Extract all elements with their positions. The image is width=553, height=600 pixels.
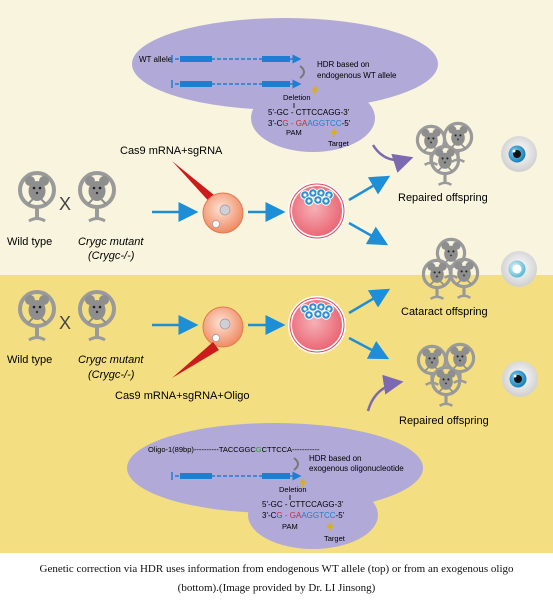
bottom-hdr-bubble: [127, 423, 423, 549]
wt-allele-label: WT allele: [139, 55, 173, 64]
curved-arrow-bottom: [366, 374, 404, 412]
sequence-top-strand-bottom: 5'-GC - CTTCCAGG-3': [262, 500, 344, 509]
eye-normal-top: [501, 136, 537, 172]
zygote-top: [202, 192, 244, 234]
cataract-offspring-label: Cataract offspring: [401, 306, 488, 318]
caption-line-1: Genetic correction via HDR uses informat…: [39, 563, 514, 575]
injection-needle-bottom: [172, 342, 219, 378]
cross-symbol-top: X: [59, 194, 71, 214]
deletion-label-bottom: Deletion: [279, 485, 307, 494]
oligo-diagram: Oligo-1(89bp)----------TACCGGCGCTTCCA---…: [148, 445, 404, 481]
wt-allele-diagram: WT allele HDR based on endogenous WT all…: [139, 54, 397, 89]
injection-label-bottom: Cas9 mRNA+sgRNA+Oligo: [115, 390, 250, 402]
genotype-label-bottom: (Crygc-/-): [88, 369, 135, 381]
hdr-label-bottom-2: exogenous oligonucleotide: [309, 464, 404, 473]
cut-lightning-icon: [311, 85, 319, 95]
injection-needle-top: [172, 161, 219, 207]
hdr-correction-diagram: WT allele HDR based on endogenous WT all…: [0, 0, 553, 553]
top-sequence-detail: Deletion 5'-GC - CTTCCAGG-3' 3'-CG - GAA…: [268, 85, 351, 148]
target-label-bottom: Target: [324, 534, 346, 543]
cross-symbol-bottom: X: [59, 313, 71, 333]
blastocyst-bottom: [288, 296, 346, 354]
repaired-offspring-label-bottom: Repaired offspring: [399, 415, 489, 427]
deletion-label-top: Deletion: [283, 93, 311, 102]
hdr-cycle-icon: [299, 65, 305, 79]
mutant-label-bottom: Crygc mutant: [78, 354, 144, 366]
hdr-label-bottom-1: HDR based on: [309, 454, 361, 463]
repaired-offspring-label-top: Repaired offspring: [398, 192, 488, 204]
hdr-label-top-2: endogenous WT allele: [317, 71, 397, 80]
mutant-label-top: Crygc mutant: [78, 236, 144, 248]
hdr-label-top-1: HDR based on: [317, 60, 369, 69]
genotype-label-top: (Crygc-/-): [88, 250, 135, 262]
sequence-top-strand-top: 5'-GC - CTTCCAGG-3': [268, 108, 350, 117]
oligo-sequence-label: Oligo-1(89bp)----------TACCGGCGCTTCCA---…: [148, 445, 320, 454]
curved-arrow-top: [371, 144, 414, 173]
figure-caption: Genetic correction via HDR uses informat…: [0, 560, 553, 598]
injection-label-top: Cas9 mRNA+sgRNA: [120, 145, 223, 157]
sequence-bottom-strand-top: 3'-CG - GAAGGTCC-5': [268, 119, 351, 128]
target-label-top: Target: [328, 139, 350, 148]
wild-type-label-top: Wild type: [7, 236, 52, 248]
pam-label-top: PAM: [286, 128, 302, 137]
bottom-sequence-detail: Deletion 5'-GC - CTTCCAGG-3' 3'-CG - GAA…: [262, 478, 346, 543]
eye-cataract: [501, 251, 537, 287]
hdr-cycle-icon-bottom: [293, 457, 299, 471]
cut-lightning-icon-bottom: [299, 478, 307, 488]
wild-type-label-bottom: Wild type: [7, 354, 52, 366]
sequence-bottom-strand-bottom: 3'-CG - GAAGGTCC-5': [262, 511, 345, 520]
blastocyst-top: [288, 182, 346, 240]
target-lightning-icon-bottom: [326, 522, 334, 532]
target-lightning-icon: [330, 128, 338, 138]
zygote-bottom: [202, 306, 244, 348]
caption-line-2: (bottom).(Image provided by Dr. LI Jinso…: [177, 582, 376, 594]
eye-normal-bottom: [502, 361, 538, 397]
pam-label-bottom: PAM: [282, 522, 298, 531]
